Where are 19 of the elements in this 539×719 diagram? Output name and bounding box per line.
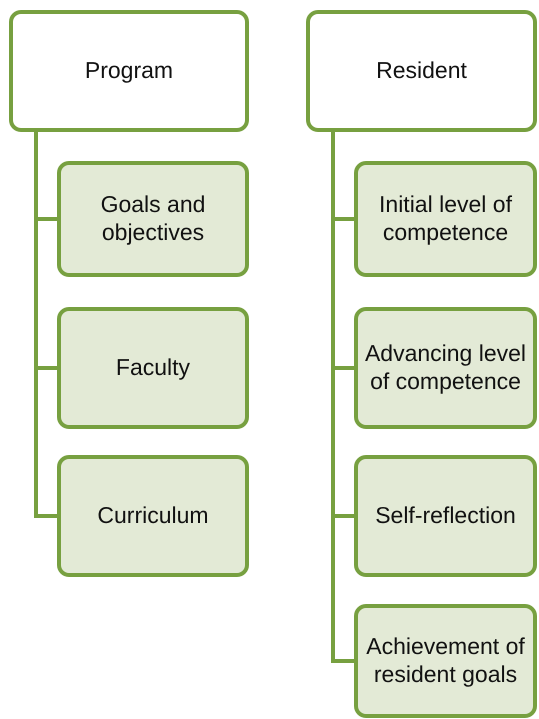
box-label: Goals and objectives [100,191,206,247]
box-label: Resident [376,57,467,85]
box-label: Advancing level of competence [364,340,528,396]
child-box [57,161,249,277]
child-box [354,455,537,577]
box-label: Achievement of resident goals [365,633,526,689]
child-box [354,161,537,277]
child-box [354,307,537,429]
parent-box [306,10,537,132]
box-label: Curriculum [97,502,209,530]
connector-line [34,132,57,518]
parent-box [9,10,249,132]
box-label: Faculty [116,354,190,382]
box-label: Program [84,57,174,85]
child-box [57,455,249,577]
child-box [354,604,537,718]
box-label: Self-reflection [375,502,516,530]
child-box [57,307,249,429]
box-label: Initial level of competence [378,191,513,247]
